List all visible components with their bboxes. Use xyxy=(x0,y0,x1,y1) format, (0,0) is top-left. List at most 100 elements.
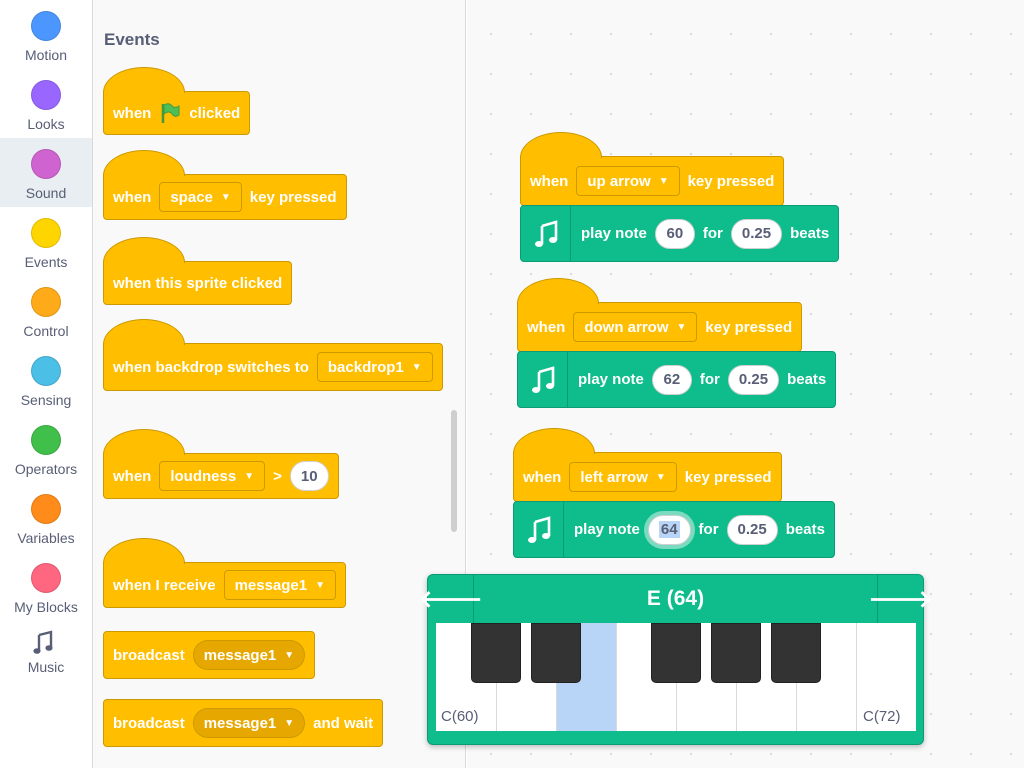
events-dot-icon xyxy=(31,218,61,248)
dropdown-caret-icon: ▼ xyxy=(655,471,666,483)
when-i-receive-block[interactable]: when I receive message1▼ xyxy=(103,538,347,608)
block-text: for xyxy=(699,371,720,388)
beats-input[interactable]: 0.25 xyxy=(726,514,778,545)
block-text: when backdrop switches to xyxy=(113,358,309,376)
black-key-d-sharp[interactable] xyxy=(531,623,581,683)
category-label: Control xyxy=(23,323,69,339)
piano-header: 🡐 E (64) 🡒 xyxy=(418,575,933,623)
dropdown-value: up arrow xyxy=(587,172,651,190)
category-variables[interactable]: Variables xyxy=(0,483,92,552)
music-notes-icon xyxy=(534,219,557,247)
high-key-label: C(72) xyxy=(863,708,901,725)
hat-cap xyxy=(103,150,185,176)
play-note-block[interactable]: play note 60 for 0.25 beats xyxy=(520,205,840,262)
beats-input[interactable]: 0.25 xyxy=(730,218,783,249)
category-label: Music xyxy=(27,659,65,675)
black-key-c-sharp[interactable] xyxy=(471,623,521,683)
sound-dot-icon xyxy=(31,149,61,179)
category-looks[interactable]: Looks xyxy=(0,69,92,138)
music-extension-icon xyxy=(527,205,571,262)
sensor-dropdown[interactable]: loudness ▼ xyxy=(159,461,266,491)
play-note-block[interactable]: play note 64 for 0.25 beats xyxy=(513,501,835,558)
when-key-pressed-script-block[interactable]: when down arrow▼ key pressed xyxy=(517,278,803,352)
block-text: clicked xyxy=(189,104,241,122)
note-input-active[interactable]: 64 xyxy=(647,514,691,545)
block-text: for xyxy=(698,521,719,538)
category-sensing[interactable]: Sensing xyxy=(0,345,92,414)
key-dropdown[interactable]: space▼ xyxy=(159,182,242,212)
when-key-pressed-script-block[interactable]: when up arrow▼ key pressed xyxy=(520,132,785,206)
beats-input[interactable]: 0.25 xyxy=(727,364,780,395)
category-label: Looks xyxy=(27,116,65,132)
octave-up-arrow-icon[interactable]: 🡒 xyxy=(868,575,933,623)
green-flag-icon xyxy=(162,103,180,123)
category-motion[interactable]: Motion xyxy=(0,0,92,69)
myblocks-dot-icon xyxy=(31,563,61,593)
when-backdrop-switches-block[interactable]: when backdrop switches to backdrop1▼ xyxy=(103,319,443,391)
when-loudness-block[interactable]: when loudness▼ > 10 xyxy=(103,429,339,499)
dropdown-caret-icon: ▼ xyxy=(284,717,295,729)
loudness-threshold-input[interactable]: 10 xyxy=(289,461,329,491)
dropdown-caret-icon: ▼ xyxy=(244,470,255,482)
category-music[interactable]: Music xyxy=(0,621,92,690)
hat-cap xyxy=(103,319,185,345)
broadcast-wait-message-dropdown[interactable]: message1▼ xyxy=(192,708,306,738)
category-my-blocks[interactable]: My Blocks xyxy=(0,552,92,621)
black-key-f-sharp[interactable] xyxy=(651,623,701,683)
when-key-pressed-block[interactable]: when space▼ key pressed xyxy=(103,150,347,220)
block-text: key pressed xyxy=(705,318,793,336)
variables-dot-icon xyxy=(31,494,61,524)
palette-scrollbar[interactable] xyxy=(451,410,457,532)
when-flag-clicked-block[interactable]: when clicked xyxy=(103,67,251,135)
when-sprite-clicked-block[interactable]: when this sprite clicked xyxy=(103,237,293,305)
dropdown-value: left arrow xyxy=(580,468,648,486)
key-dropdown[interactable]: left arrow ▼ xyxy=(569,462,677,492)
block-text: key pressed xyxy=(249,188,337,206)
when-key-pressed-script-block[interactable]: when left arrow▼ key pressed xyxy=(513,428,782,502)
category-label: Sound xyxy=(25,185,67,201)
octave-down-arrow-icon[interactable]: 🡐 xyxy=(418,575,483,623)
note-input[interactable]: 60 xyxy=(654,218,695,249)
block-text: play note xyxy=(574,521,640,538)
music-extension-icon xyxy=(520,501,564,558)
dropdown-value: down arrow xyxy=(584,318,669,336)
category-sound[interactable]: Sound xyxy=(0,138,92,207)
music-extension-icon xyxy=(524,351,568,408)
block-text: play note xyxy=(578,371,644,388)
block-text: play note xyxy=(581,225,647,242)
key-dropdown[interactable]: down arrow▼ xyxy=(573,312,698,342)
black-key-a-sharp[interactable] xyxy=(771,623,821,683)
note-input[interactable]: 62 xyxy=(651,364,692,395)
key-dropdown[interactable]: up arrow▼ xyxy=(576,166,680,196)
block-text: beats xyxy=(790,225,830,242)
operators-dot-icon xyxy=(31,425,61,455)
broadcast-message-dropdown[interactable]: message1▼ xyxy=(192,640,306,670)
message-dropdown[interactable]: message1▼ xyxy=(223,570,337,600)
category-events[interactable]: Events xyxy=(0,207,92,276)
block-text: when this sprite clicked xyxy=(113,274,283,292)
play-note-block[interactable]: play note 62 for 0.25 beats xyxy=(517,351,837,408)
block-text: when xyxy=(530,172,569,190)
category-operators[interactable]: Operators xyxy=(0,414,92,483)
black-key-g-sharp[interactable] xyxy=(711,623,761,683)
block-text: when xyxy=(113,467,152,485)
category-label: Operators xyxy=(14,461,78,477)
dropdown-value: message1 xyxy=(234,576,308,594)
dropdown-value: backdrop1 xyxy=(327,358,404,376)
piano-keys: C(60) C(72) xyxy=(436,623,916,731)
broadcast-block[interactable]: broadcast message1▼ xyxy=(103,631,316,679)
backdrop-dropdown[interactable]: backdrop1▼ xyxy=(316,352,433,382)
block-text: when xyxy=(113,104,152,122)
category-control[interactable]: Control xyxy=(0,276,92,345)
broadcast-and-wait-block[interactable]: broadcast message1▼ and wait xyxy=(103,699,384,747)
sensing-dot-icon xyxy=(31,356,61,386)
motion-dot-icon xyxy=(31,11,61,41)
note-picker-piano: 🡐 E (64) 🡒 C(60) C(72) xyxy=(418,574,933,745)
block-text: beats xyxy=(785,521,825,538)
block-text: for xyxy=(702,225,723,242)
white-key-c-high[interactable] xyxy=(856,623,916,731)
block-text: beats xyxy=(787,371,827,388)
block-text: when xyxy=(523,468,562,486)
dropdown-value: loudness xyxy=(170,467,237,485)
music-notes-icon xyxy=(531,365,554,393)
